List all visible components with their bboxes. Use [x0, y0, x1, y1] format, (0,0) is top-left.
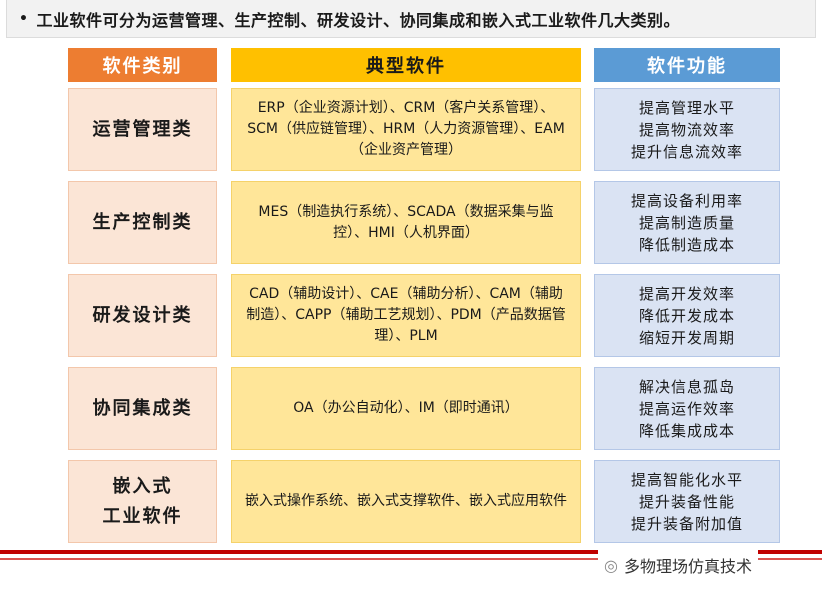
category-label: 生产控制类 — [92, 211, 193, 233]
category-cell: 嵌入式 工业软件 — [68, 460, 217, 543]
function-item: 提高运作效率 — [638, 399, 735, 418]
software-cell: OA（办公自动化）、IM（即时通讯） — [231, 367, 581, 450]
function-item: 提高设备利用率 — [630, 191, 743, 210]
software-cell: ERP（企业资源计划）、CRM（客户关系管理）、SCM（供应链管理）、HRM（人… — [231, 88, 581, 171]
header-category: 软件类别 — [68, 48, 217, 82]
function-item: 降低制造成本 — [638, 235, 735, 254]
function-item: 解决信息孤岛 — [638, 377, 735, 396]
category-cell: 生产控制类 — [68, 181, 217, 264]
function-item: 提高管理水平 — [638, 98, 735, 117]
category-cell: 协同集成类 — [68, 367, 217, 450]
software-cell: 嵌入式操作系统、嵌入式支撑软件、嵌入式应用软件 — [231, 460, 581, 543]
function-item: 缩短开发周期 — [638, 328, 735, 347]
category-label: 运营管理类 — [92, 118, 193, 140]
software-cell: CAD（辅助设计）、CAE（辅助分析）、CAM（辅助制造）、CAPP（辅助工艺规… — [231, 274, 581, 357]
function-item: 提高制造质量 — [638, 213, 735, 232]
function-cell: 解决信息孤岛 提高运作效率 降低集成成本 — [594, 367, 780, 450]
footer-rule-thin — [0, 558, 822, 560]
function-item: 降低集成成本 — [638, 421, 735, 440]
function-item: 提升信息流效率 — [630, 142, 743, 161]
intro-text: 工业软件可分为运营管理、生产控制、研发设计、协同集成和嵌入式工业软件几大类别。 — [36, 10, 680, 30]
watermark-text: 多物理场仿真技术 — [623, 557, 752, 576]
header-function: 软件功能 — [594, 48, 780, 82]
watermark: ◎ 多物理场仿真技术 — [598, 550, 758, 580]
function-cell: 提高管理水平 提高物流效率 提升信息流效率 — [594, 88, 780, 171]
software-cell: MES（制造执行系统）、SCADA（数据采集与监控）、HMI（人机界面） — [231, 181, 581, 264]
function-item: 降低开发成本 — [638, 306, 735, 325]
footer-rule — [0, 550, 822, 554]
function-cell: 提高设备利用率 提高制造质量 降低制造成本 — [594, 181, 780, 264]
category-label: 嵌入式 — [112, 475, 173, 497]
function-item: 提高物流效率 — [638, 120, 735, 139]
category-cell: 运营管理类 — [68, 88, 217, 171]
wechat-icon: ◎ — [604, 555, 618, 575]
function-cell: 提高开发效率 降低开发成本 缩短开发周期 — [594, 274, 780, 357]
category-label: 工业软件 — [102, 505, 183, 527]
function-item: 提高开发效率 — [638, 284, 735, 303]
intro-banner: • 工业软件可分为运营管理、生产控制、研发设计、协同集成和嵌入式工业软件几大类别… — [6, 0, 816, 38]
category-cell: 研发设计类 — [68, 274, 217, 357]
function-cell: 提高智能化水平 提升装备性能 提升装备附加值 — [594, 460, 780, 543]
function-item: 提升装备附加值 — [630, 514, 743, 533]
category-label: 研发设计类 — [92, 304, 193, 326]
bullet-icon: • — [19, 10, 29, 27]
category-label: 协同集成类 — [92, 397, 193, 419]
header-software: 典型软件 — [231, 48, 581, 82]
function-item: 提高智能化水平 — [630, 470, 743, 489]
function-item: 提升装备性能 — [638, 492, 735, 511]
